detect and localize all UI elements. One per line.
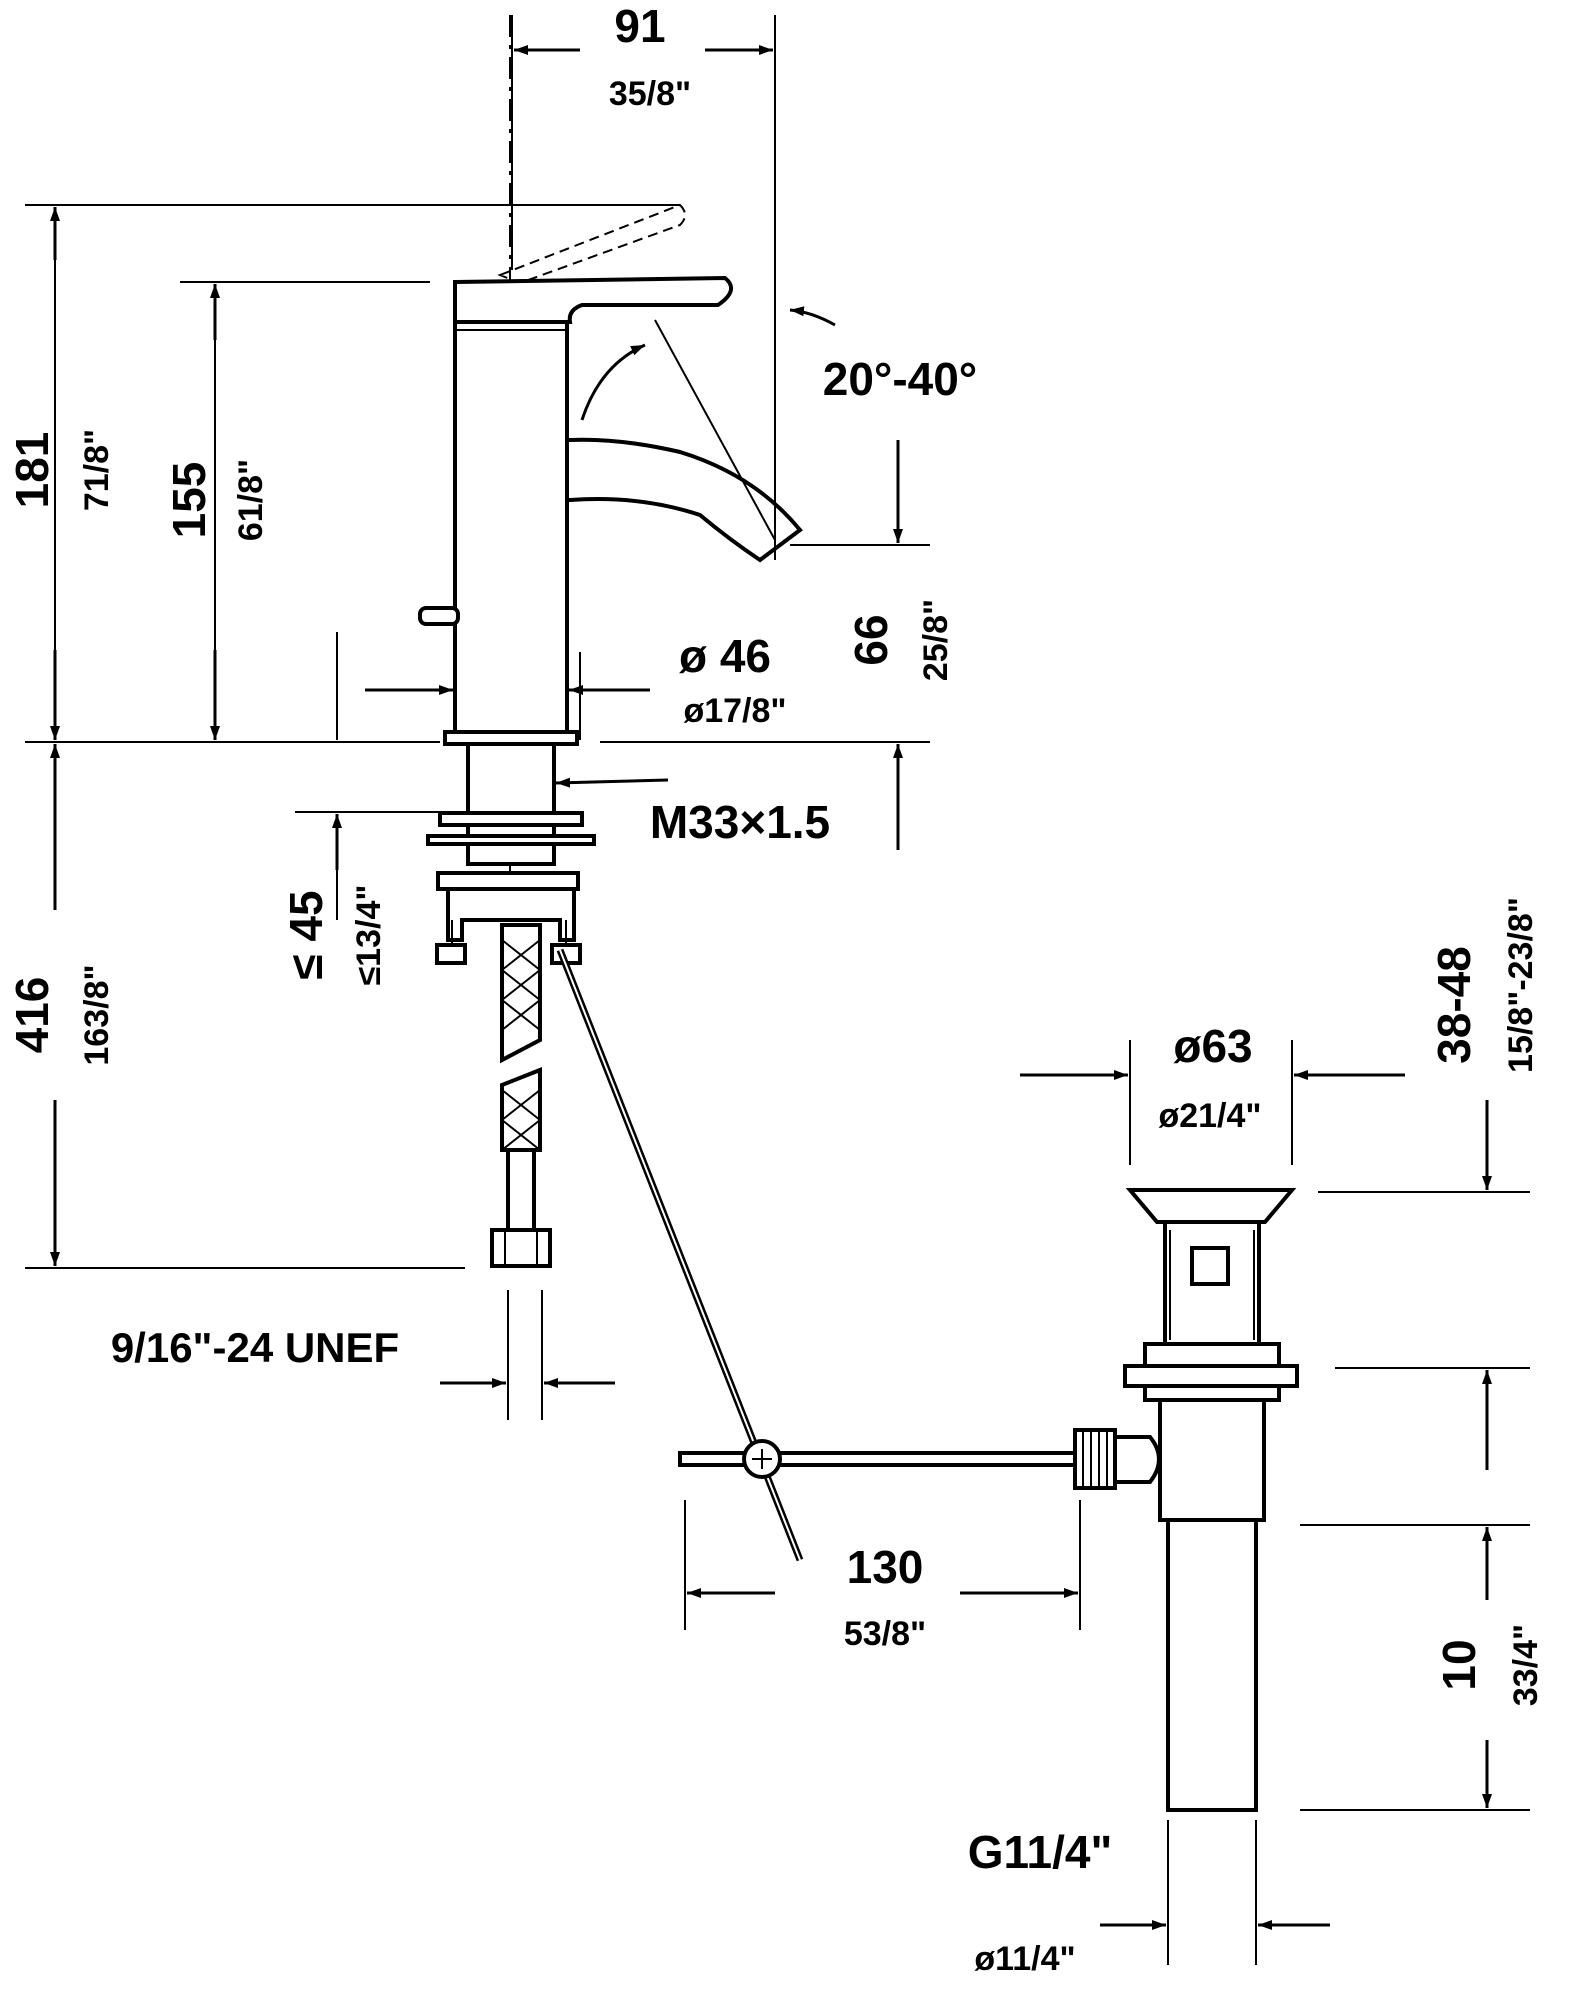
waste-thread: G11/4" (968, 1826, 1113, 1878)
drain-locknut (1123, 1364, 1299, 1388)
flange-diameter-mm: ø63 (1173, 1020, 1252, 1072)
stopper-window (1190, 1246, 1230, 1286)
rod-length-in: 53/8" (844, 1615, 926, 1653)
spout-clearance-mm: 66 (845, 614, 897, 665)
lever-raised-outline (497, 203, 686, 285)
width-top-in: 35/8" (609, 75, 691, 113)
lift-rod (678, 1451, 1077, 1467)
faucet (418, 15, 804, 1562)
swivel-angle: 20°-40° (823, 353, 977, 405)
drain-body (1158, 1398, 1266, 1522)
hose-ferrule (506, 1148, 536, 1232)
height-total-mm: 181 (6, 432, 58, 509)
flange-diameter-in: ø21/4" (1158, 1097, 1261, 1135)
bolt-left (435, 943, 467, 965)
deck-thickness-in: ≤13/4" (350, 885, 388, 986)
tail-length-mm: 10 (1433, 1639, 1485, 1690)
pivot-screw-icon (742, 1439, 782, 1479)
width-top-mm: 91 (614, 0, 665, 52)
waste-diameter-in: ø11/4" (974, 1940, 1075, 1978)
drain-flange (1125, 1188, 1297, 1224)
body-diameter-in: ø17/8" (683, 692, 786, 730)
drain-tailpiece (1166, 1518, 1258, 1812)
body-diameter-mm: ø 46 (679, 630, 771, 682)
supply-hose (490, 923, 552, 1268)
dimension-lines (25, 15, 1530, 1930)
height-total-in: 71/8" (78, 429, 116, 511)
deck-thickness-mm: ≤ 45 (280, 890, 332, 979)
hose-thread: 9/16"-24 UNEF (111, 1324, 399, 1371)
hose-length-in: 163/8" (78, 964, 116, 1065)
faucet-spout (565, 437, 803, 563)
basin-thickness-mm: 38-48 (1428, 946, 1480, 1064)
basin-thickness-in: 15/8"-23/8" (1502, 897, 1540, 1073)
spout-clearance-in: 25/8" (917, 599, 955, 681)
rod-length-mm: 130 (847, 1541, 924, 1593)
dimension-labels: 91 35/8" 181 71/8" 155 61/8" 20°-40° 66 … (6, 0, 1545, 1978)
drain-gasket (1143, 1342, 1281, 1368)
hose-nut (490, 1228, 552, 1268)
mounting-plate (436, 871, 580, 891)
pivot-nut (1073, 1428, 1117, 1490)
thread-size: M33×1.5 (650, 796, 830, 848)
height-spout-in: 61/8" (232, 459, 270, 541)
height-spout-mm: 155 (163, 462, 215, 539)
tail-length-in: 33/4" (1507, 1624, 1545, 1706)
washer-upper (438, 811, 584, 827)
hose-length-mm: 416 (6, 977, 58, 1054)
popup-knob (418, 606, 460, 626)
washer-lower (426, 834, 596, 846)
drain-assembly (678, 1188, 1299, 1965)
faucet-body (453, 320, 569, 734)
lever-handle (453, 275, 734, 324)
